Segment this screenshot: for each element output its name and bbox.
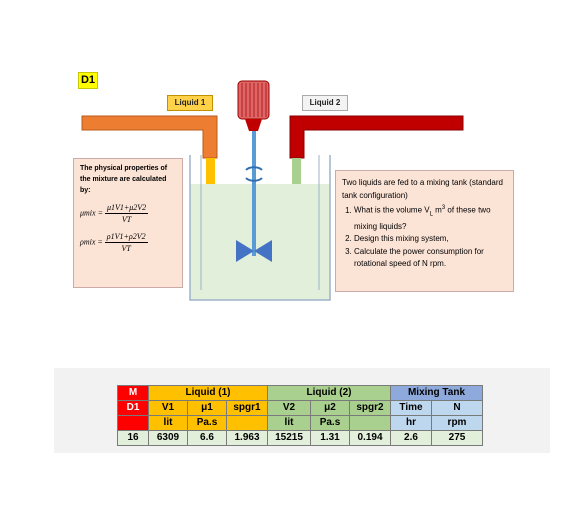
impeller xyxy=(236,240,272,262)
rho-denominator: VT xyxy=(121,244,131,253)
table-cell: 1.31 xyxy=(310,430,350,446)
task-list: What is the volume VL m3 of these two mi… xyxy=(342,202,507,271)
task-item: What is the volume VL m3 of these two mi… xyxy=(354,202,507,233)
liquid2-group-header: Liquid (2) xyxy=(267,385,391,401)
col-header: spgr1 xyxy=(226,400,268,416)
liquid1-stream xyxy=(206,158,215,185)
table-header-row: D1 V1 μ1 spgr1 V2 μ2 spgr2 Time N xyxy=(117,400,483,416)
table-row: 16 6309 6.6 1.963 15215 1.31 0.194 2.6 2… xyxy=(117,430,483,446)
table-cell: 15215 xyxy=(267,430,311,446)
tank-group-header: Mixing Tank xyxy=(390,385,483,401)
liquid1-label: Liquid 1 xyxy=(167,95,213,111)
unit-cell: lit xyxy=(148,415,188,431)
d1-badge: D1 xyxy=(78,72,98,89)
unit-cell xyxy=(226,415,268,431)
motor xyxy=(237,80,270,120)
liquid1-pipe xyxy=(81,115,218,159)
tank-fluid xyxy=(190,184,330,300)
mu-numerator: μ1V1+μ2V2 xyxy=(104,203,149,214)
unit-cell: Pa.s xyxy=(187,415,227,431)
rotation-icon xyxy=(245,166,263,171)
rho-lhs: ρmix = xyxy=(80,237,103,247)
table-cell: 275 xyxy=(431,430,483,446)
col-header: Time xyxy=(390,400,432,416)
table-cell: 1.963 xyxy=(226,430,268,446)
table-cell: 2.6 xyxy=(390,430,432,446)
m-header: M xyxy=(117,385,149,401)
table-cell: 6309 xyxy=(148,430,188,446)
properties-box: The physical properties of the mixture a… xyxy=(73,158,183,288)
task-intro: Two liquids are fed to a mixing tank (st… xyxy=(342,178,503,200)
rho-formula: ρmix = ρ1V1+ρ2V2 VT xyxy=(80,231,176,254)
table-units-row: lit Pa.s lit Pa.s hr rpm xyxy=(117,415,483,431)
col-header: spgr2 xyxy=(349,400,391,416)
col-header: D1 xyxy=(117,400,149,416)
data-table: M Liquid (1) Liquid (2) Mixing Tank D1 V… xyxy=(117,385,483,446)
col-header: V2 xyxy=(267,400,311,416)
unit-cell: Pa.s xyxy=(310,415,350,431)
unit-cell: rpm xyxy=(431,415,483,431)
unit-cell: lit xyxy=(267,415,311,431)
liquid2-pipe xyxy=(289,115,464,159)
col-header: μ2 xyxy=(310,400,350,416)
unit-cell: hr xyxy=(390,415,432,431)
col-header: N xyxy=(431,400,483,416)
unit-cell xyxy=(349,415,391,431)
liquid1-group-header: Liquid (1) xyxy=(148,385,268,401)
mu-formula: μmix = μ1V1+μ2V2 VT xyxy=(80,202,176,225)
rho-numerator: ρ1V1+ρ2V2 xyxy=(104,232,148,243)
table-group-row: M Liquid (1) Liquid (2) Mixing Tank xyxy=(117,385,483,401)
mu-lhs: μmix = xyxy=(80,208,103,218)
table-cell: 0.194 xyxy=(349,430,391,446)
table-cell: 16 xyxy=(117,430,149,446)
mu-denominator: VT xyxy=(121,215,132,224)
col-header: V1 xyxy=(148,400,188,416)
mixing-tank-diagram xyxy=(81,80,464,301)
table-cell: 6.6 xyxy=(187,430,227,446)
col-header: μ1 xyxy=(187,400,227,416)
liquid2-stream xyxy=(292,158,301,185)
task-item: Design this mixing system, xyxy=(354,233,507,246)
tank-wall xyxy=(189,155,331,301)
task-box: Two liquids are fed to a mixing tank (st… xyxy=(335,170,514,292)
impeller-shaft xyxy=(252,131,256,256)
unit-cell xyxy=(117,415,149,431)
liquid2-label: Liquid 2 xyxy=(302,95,348,111)
task-item: Calculate the power consumption for rota… xyxy=(354,246,507,271)
properties-heading: The physical properties of the mixture a… xyxy=(80,165,168,194)
